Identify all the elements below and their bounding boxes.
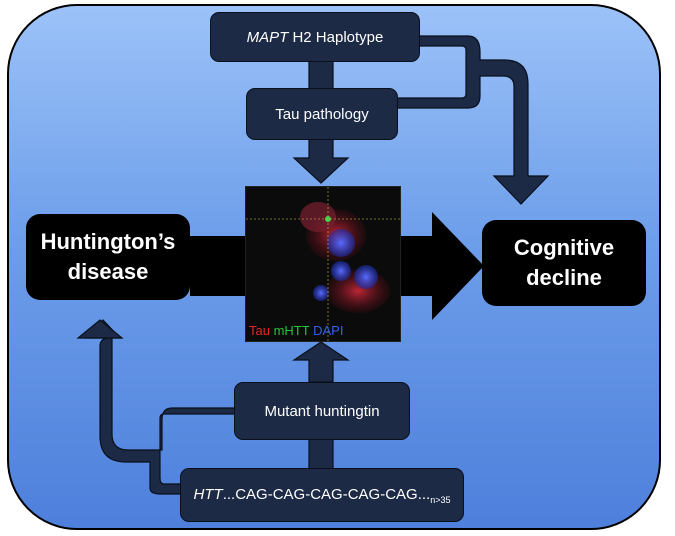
tau-pathology-node: Tau pathology [246,88,398,140]
huntingtons-line1: Huntington’s [40,229,176,255]
htt-to-mutant-connector [308,437,334,473]
mhtt-stain-label: mHTT [273,323,310,338]
cognitive-line2: decline [526,265,602,290]
image-to-cognitive-arrow [399,212,484,320]
cognitive-decline-node: Cognitive decline [482,220,646,306]
hd-to-image-bar [190,236,246,296]
tau-stain-label: Tau [249,323,270,338]
mapt-to-cognitive-arrow [395,35,550,205]
mutant-huntingtin-label: Mutant huntingtin [264,402,380,420]
htt-gene-label: HTT [193,485,223,503]
cell-image-graphic [246,187,400,341]
stain-legend: Tau mHTT DAPI [249,323,343,338]
huntingtons-arrowhead [76,319,124,339]
huntingtons-disease-node: Huntington’s disease [26,214,190,300]
mutant-to-image-arrow [292,341,350,383]
tau-pathology-label: Tau pathology [275,105,369,123]
repeat-count-label: n>35 [430,494,451,505]
dapi-stain-label: DAPI [313,323,344,338]
mapt-h2-haplotype-node: MAPT H2 Haplotype [210,12,420,62]
cognitive-line1: Cognitive [513,235,615,261]
mutant-huntingtin-node: Mutant huntingtin [234,382,410,440]
htt-cag-repeat-node: HTT...CAG-CAG-CAG-CAG-CAG...n>35 [180,468,464,522]
htt-to-huntingtons-arrow [84,319,237,495]
huntingtons-line2: disease [67,259,149,284]
mapt-gene-label: MAPT [246,28,289,46]
cag-repeat-label: ...CAG-CAG-CAG-CAG-CAG... [222,485,431,503]
microscopy-image: Tau mHTT DAPI [245,186,401,342]
tau-to-image-arrow [292,137,350,184]
mapt-rest-label: H2 Haplotype [288,28,384,46]
